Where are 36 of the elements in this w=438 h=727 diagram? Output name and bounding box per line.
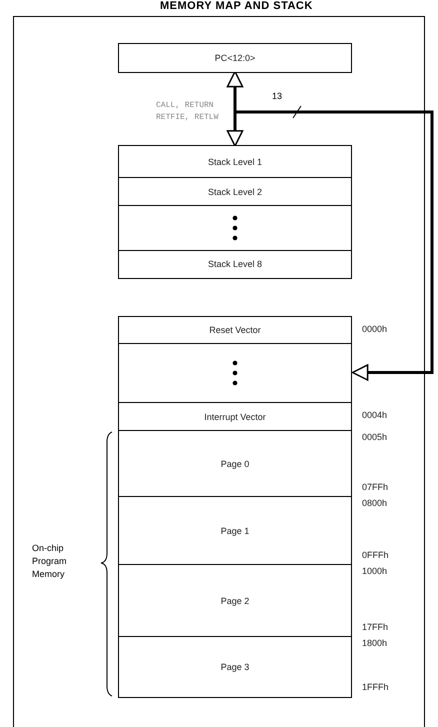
- diagram-title: MEMORY MAP AND STACK: [160, 0, 313, 12]
- memory-row: [118, 564, 352, 638]
- row-label: Stack Level 1: [208, 156, 262, 167]
- memory-row: [118, 402, 352, 432]
- row-label: Page 0: [220, 458, 250, 469]
- address-label: 1000h: [362, 566, 388, 576]
- row-label: Reset Vector: [209, 325, 261, 336]
- double-arrow: [226, 70, 244, 147]
- row-label: Page 3: [220, 662, 250, 672]
- memory-row: [118, 430, 352, 498]
- memory-row: [118, 343, 352, 404]
- memory-row: [118, 316, 352, 344]
- row-label: PC<12:0>: [214, 52, 256, 63]
- edge-label: 13: [272, 91, 282, 101]
- address-label: 0800h: [362, 498, 388, 508]
- address-label: 0000h: [362, 324, 388, 334]
- register-box: [118, 43, 352, 72]
- memory-row: [118, 496, 352, 566]
- address-label: 1800h: [362, 638, 388, 648]
- memory-row: [118, 177, 352, 206]
- row-label: Page 1: [220, 526, 250, 536]
- row-label: Stack Level 8: [208, 259, 262, 270]
- address-label: 0FFFh: [362, 550, 389, 560]
- memory-row: [118, 205, 352, 252]
- row-label: Stack Level 2: [208, 186, 262, 197]
- memory-row: [118, 250, 352, 278]
- address-label: 07FFh: [362, 482, 388, 492]
- address-label: 17FFh: [362, 622, 388, 632]
- memory-row: [118, 636, 352, 698]
- bus-arrow: [234, 104, 434, 381]
- address-label: 0005h: [362, 432, 388, 442]
- row-label: Interrupt Vector: [204, 412, 266, 422]
- address-label: 0004h: [362, 410, 388, 420]
- memory-row: [118, 145, 352, 178]
- row-label: Page 2: [220, 596, 250, 606]
- address-label: 1FFFh: [362, 682, 389, 692]
